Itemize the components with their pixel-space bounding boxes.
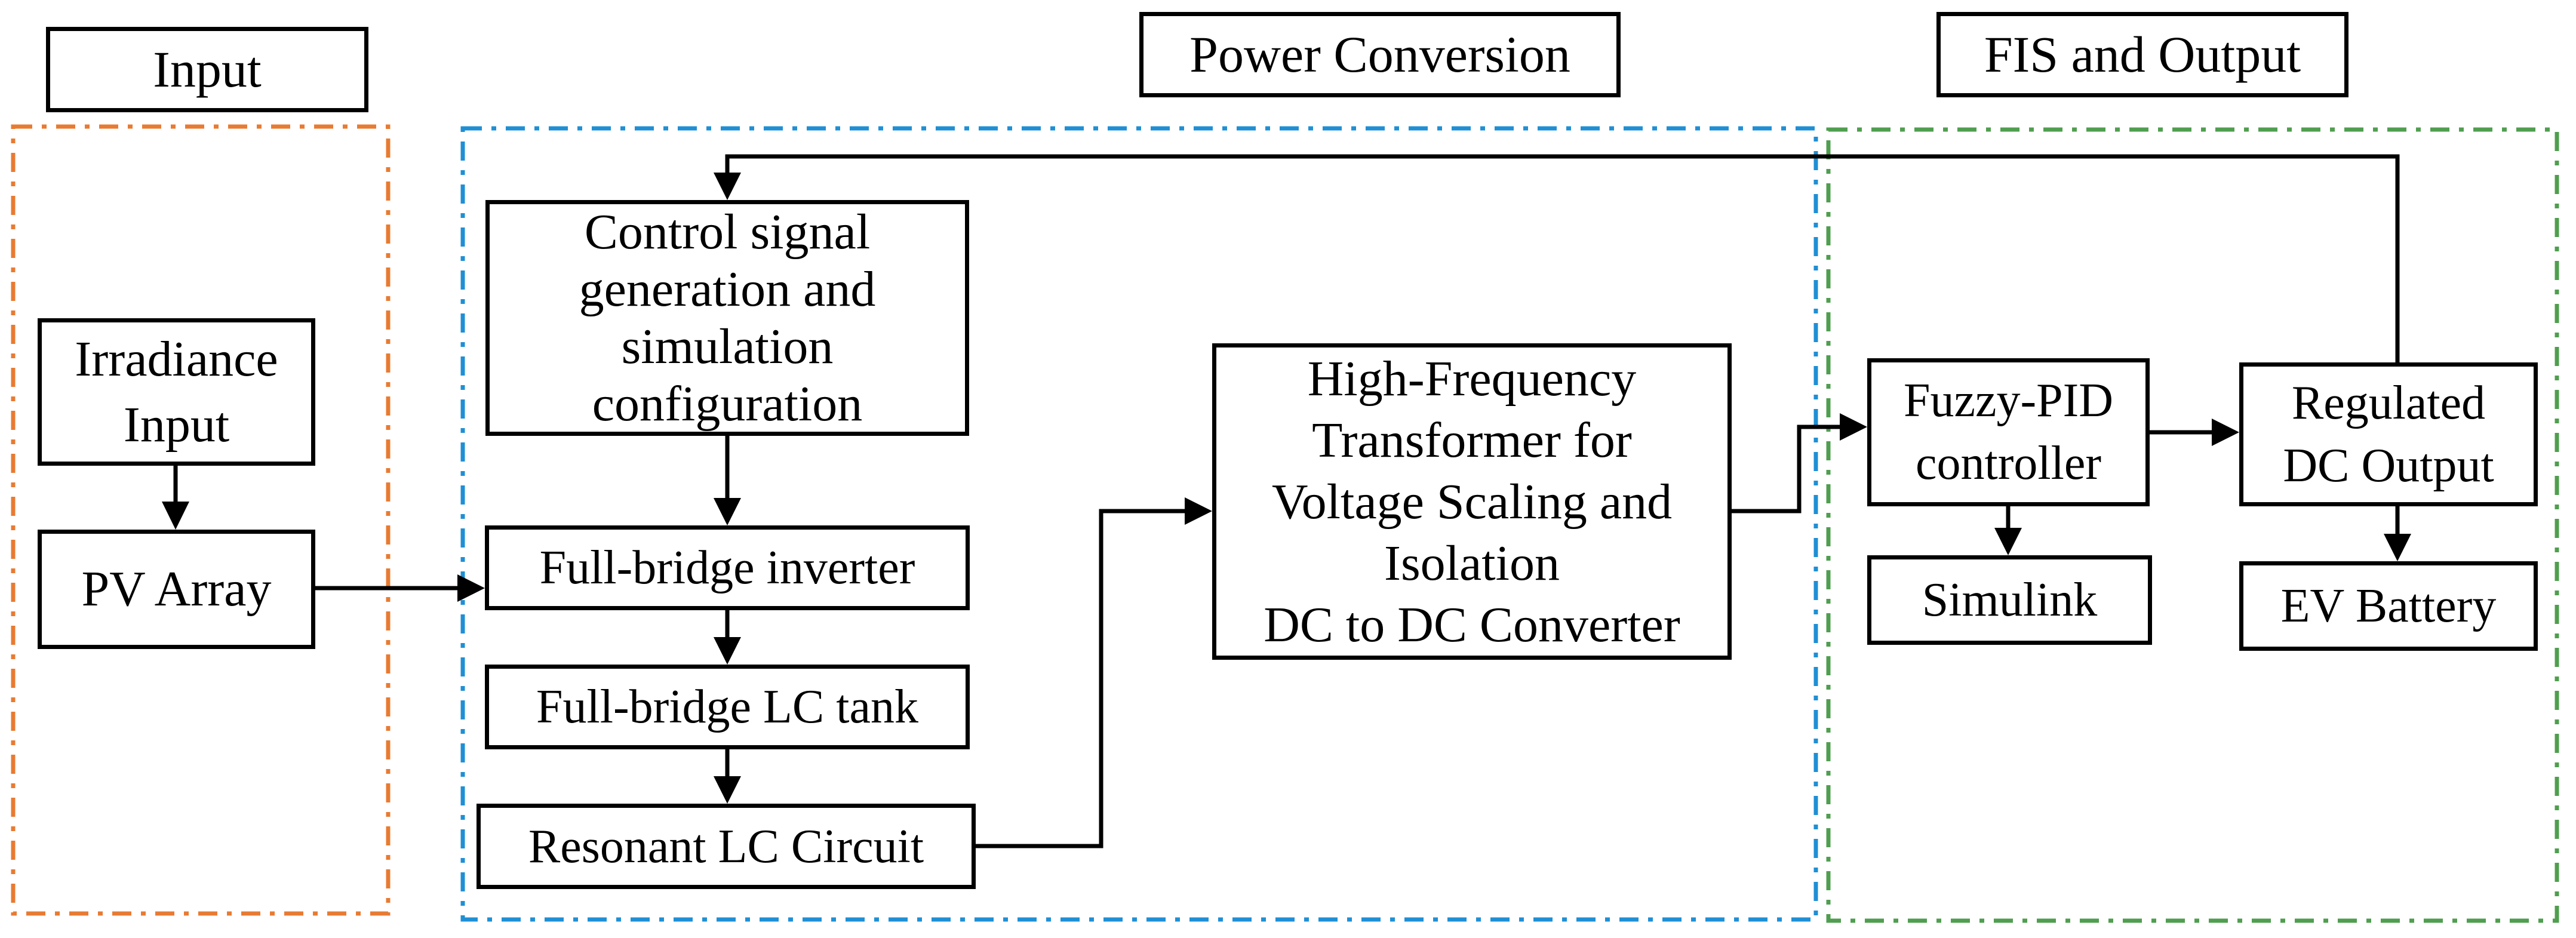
regulated-dc-output-node: Regulated DC Output	[2239, 362, 2538, 506]
arrowheads	[162, 173, 2411, 804]
arrowhead-into-regulated	[2212, 419, 2239, 446]
simulink-node: Simulink	[1867, 555, 2152, 645]
pv-array-label: PV Array	[81, 561, 272, 617]
hf-transformer-line-5: DC to DC Converter	[1264, 596, 1680, 653]
arrowhead-into-ev	[2384, 534, 2411, 561]
power-conversion-section-title: Power Conversion	[1139, 12, 1621, 97]
resonant-lc-circuit-label: Resonant LC Circuit	[528, 820, 924, 873]
arrowhead-into-inverter	[457, 574, 485, 602]
resonant-lc-circuit-node: Resonant LC Circuit	[477, 804, 976, 889]
connector-lines	[173, 154, 2400, 848]
arrowhead-into-tank	[714, 637, 741, 665]
irradiance-line-2: Input	[123, 396, 230, 453]
edge-transformer-to-fuzzy	[1732, 425, 1842, 513]
arrowhead-into-fuzzy	[1840, 413, 1867, 441]
full-bridge-inverter-node: Full-bridge inverter	[485, 525, 970, 610]
input-section-title: Input	[46, 27, 368, 112]
arrowhead-into-simulink	[1994, 528, 2022, 555]
hf-transformer-line-3: Voltage Scaling and	[1271, 473, 1673, 530]
full-bridge-inverter-label: Full-bridge inverter	[539, 542, 915, 594]
arrowhead-into-pv	[162, 502, 189, 530]
full-bridge-lc-tank-node: Full-bridge LC tank	[485, 665, 970, 749]
edge-feedback-line	[725, 154, 2400, 362]
input-section-container	[11, 124, 391, 916]
simulink-label: Simulink	[1922, 574, 2098, 626]
fuzzy-pid-controller-node: Fuzzy-PID controller	[1867, 358, 2150, 506]
power-conversion-section-container	[460, 126, 1818, 922]
regulated-line-1: Regulated	[2291, 376, 2486, 429]
arrowhead-control-inverter	[714, 498, 741, 525]
hf-transformer-line-4: Isolation	[1384, 535, 1560, 591]
hf-transformer-line-2: Transformer for	[1312, 412, 1632, 468]
arrowhead-into-control	[714, 173, 741, 200]
hf-transformer-node: High-Frequency Transformer for Voltage S…	[1212, 343, 1732, 660]
fis-output-section-title: FIS and Output	[1936, 12, 2348, 97]
arrowhead-into-transformer	[1185, 497, 1212, 525]
ev-battery-node: EV Battery	[2239, 561, 2538, 651]
control-line-3: simulation	[621, 318, 834, 374]
fuzzy-pid-line-2: controller	[1916, 437, 2101, 490]
edge-resonant-to-transformer	[976, 509, 1187, 848]
control-line-4: configuration	[592, 376, 863, 432]
fis-output-section-title-label: FIS and Output	[1984, 26, 2301, 84]
fis-output-section-container	[1826, 127, 2559, 923]
pv-array-node: PV Array	[38, 530, 315, 649]
control-line-2: generation and	[579, 261, 876, 317]
fuzzy-pid-line-1: Fuzzy-PID	[1903, 374, 2114, 427]
input-section-title-label: Input	[153, 41, 262, 99]
irradiance-input-node: Irradiance Input	[38, 318, 315, 466]
irradiance-line-1: Irradiance	[75, 331, 278, 387]
power-conversion-section-title-label: Power Conversion	[1189, 26, 1570, 84]
control-line-1: Control signal	[584, 204, 871, 260]
hf-transformer-line-1: High-Frequency	[1307, 350, 1637, 407]
regulated-line-2: DC Output	[2283, 439, 2494, 492]
arrowhead-into-resonant	[714, 776, 741, 804]
ev-battery-label: EV Battery	[2280, 580, 2497, 632]
control-signal-node: Control signal generation and simulation…	[485, 200, 969, 436]
full-bridge-lc-tank-label: Full-bridge LC tank	[536, 681, 918, 733]
